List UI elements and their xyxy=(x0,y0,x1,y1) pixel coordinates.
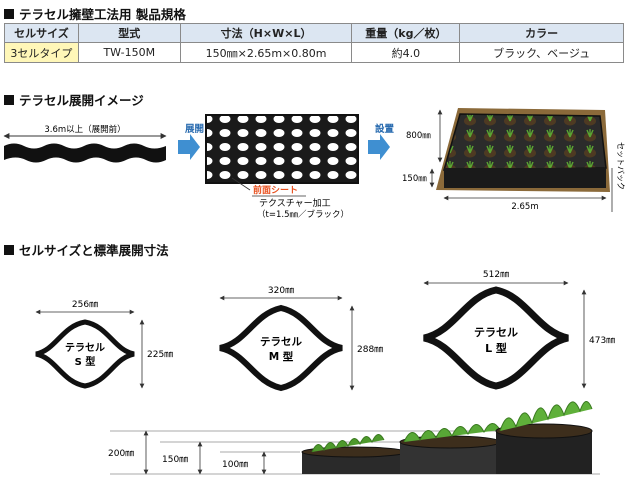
cylinder-200-top xyxy=(495,423,593,439)
header-dimensions: 寸法（H×W×L） xyxy=(179,23,353,43)
header-model: 型式 xyxy=(77,23,181,43)
cell-m: 320㎜ テラセル M 型 288㎜ xyxy=(219,286,383,392)
cell-s-shape xyxy=(35,319,135,389)
cell-size-value: 3セルタイプ xyxy=(4,42,79,63)
height-comparison: 200㎜ 150㎜ 100㎜ xyxy=(108,401,600,475)
section-title-expansion-text: テラセル展開イメージ xyxy=(19,93,144,108)
header-color: カラー xyxy=(459,23,624,43)
cylinder-100 xyxy=(302,452,406,474)
arrow-expand: 展開 xyxy=(178,123,204,160)
cell-l-name: テラセル xyxy=(474,326,518,339)
header-weight: 重量（kg／枚） xyxy=(351,23,461,43)
folded-length-label: 3.6m以上（展開前） xyxy=(44,124,125,135)
spec-table: セルサイズ 型式 寸法（H×W×L） 重量（kg／枚） カラー 3セルタイプ T… xyxy=(4,23,624,63)
cell-m-width-label: 320㎜ xyxy=(268,286,294,296)
arrow-install: 設置 xyxy=(368,123,395,160)
arrow-install-label: 設置 xyxy=(375,123,395,135)
cell-l-height-label: 473㎜ xyxy=(589,336,615,346)
width-label: 2.65m xyxy=(511,202,538,212)
height-label: 150㎜ xyxy=(402,174,427,184)
h100-label: 100㎜ xyxy=(222,460,248,470)
cell-l-type: L 型 xyxy=(485,341,507,355)
cell-s: 256㎜ テラセル S 型 225㎜ xyxy=(35,300,173,389)
folded-cell: 3.6m以上（展開前） xyxy=(3,124,167,163)
spec-table-header-row: セルサイズ 型式 寸法（H×W×L） 重量（kg／枚） カラー xyxy=(4,23,624,43)
right-arrow-icon xyxy=(178,134,200,160)
cell-l-shape xyxy=(423,286,569,390)
cell-s-type: S 型 xyxy=(75,355,96,368)
square-bullet-icon xyxy=(4,94,14,105)
color-value: ブラック、ベージュ xyxy=(459,42,624,63)
square-bullet-icon xyxy=(4,8,14,19)
expanded-cell: 前面シート テクスチャー加工 （t=1.5㎜／ブラック） xyxy=(205,114,359,220)
plants-150 xyxy=(403,423,501,443)
cell-s-name: テラセル xyxy=(65,342,105,354)
dimensions-value: 150㎜×2.65m×0.80m xyxy=(179,42,353,63)
cell-m-shape xyxy=(219,304,343,392)
square-bullet-icon xyxy=(4,244,14,255)
cell-l: 512㎜ テラセル L 型 473㎜ xyxy=(423,270,615,390)
section-title-spec: テラセル擁壁工法用 製品規格 xyxy=(4,4,186,23)
model-value: TW-150M xyxy=(77,42,181,63)
front-sheet-label: 前面シート xyxy=(253,184,298,196)
plants-200 xyxy=(499,401,593,432)
table-row: 3セルタイプ TW-150M 150㎜×2.65m×0.80m 約4.0 ブラッ… xyxy=(4,42,624,63)
texture-spec-label: （t=1.5㎜／ブラック） xyxy=(257,209,349,220)
arrow-expand-label: 展開 xyxy=(185,123,204,135)
section-title-cell-size-text: セルサイズと標準展開寸法 xyxy=(19,243,169,258)
section-title-spec-text: テラセル擁壁工法用 製品規格 xyxy=(19,7,186,22)
cell-m-height-label: 288㎜ xyxy=(357,345,383,355)
planted-cells xyxy=(443,113,607,171)
section-title-cell-size: セルサイズと標準展開寸法 xyxy=(4,240,169,259)
cell-s-height-label: 225㎜ xyxy=(147,350,173,360)
front-sheet-face xyxy=(444,168,606,188)
honeycomb-grid xyxy=(205,114,359,184)
section-title-expansion: テラセル展開イメージ xyxy=(4,90,144,109)
cell-l-width-label: 512㎜ xyxy=(483,270,509,280)
cell-m-name: テラセル xyxy=(260,336,302,348)
depth-label: 800㎜ xyxy=(406,131,431,141)
setback-label: セットバック xyxy=(616,142,625,190)
texture-label: テクスチャー加工 xyxy=(259,198,331,209)
weight-value: 約4.0 xyxy=(351,42,461,63)
leader-line xyxy=(231,177,251,191)
right-arrow-icon xyxy=(368,134,390,160)
installed-cell: 800㎜ 150㎜ 2.65m セットバック xyxy=(402,108,625,212)
h150-label: 150㎜ xyxy=(162,455,188,465)
cell-m-type: M 型 xyxy=(269,350,294,363)
cell-s-width-label: 256㎜ xyxy=(72,300,98,310)
folded-cell-strip xyxy=(4,143,166,163)
plants-100 xyxy=(311,434,385,453)
h200-label: 200㎜ xyxy=(108,449,134,459)
